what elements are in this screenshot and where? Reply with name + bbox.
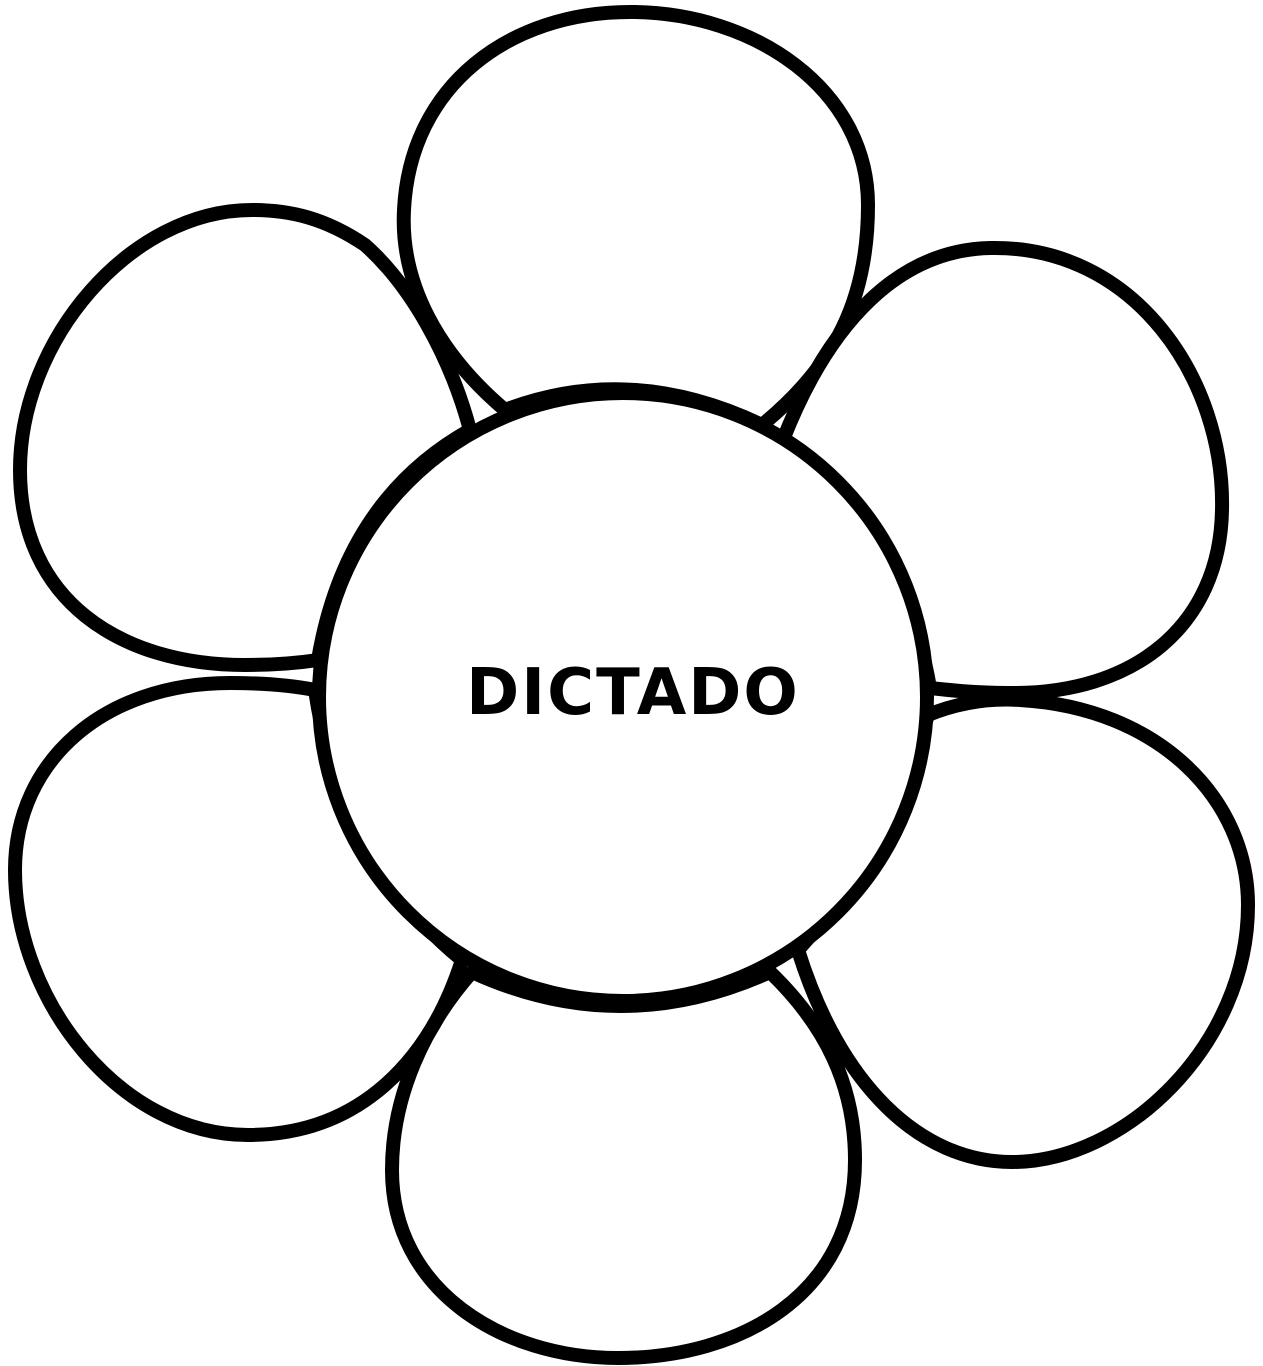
petal-top[interactable] <box>404 12 868 425</box>
petal-bottom[interactable] <box>392 972 855 1358</box>
center-title: DICTADO <box>466 656 800 730</box>
